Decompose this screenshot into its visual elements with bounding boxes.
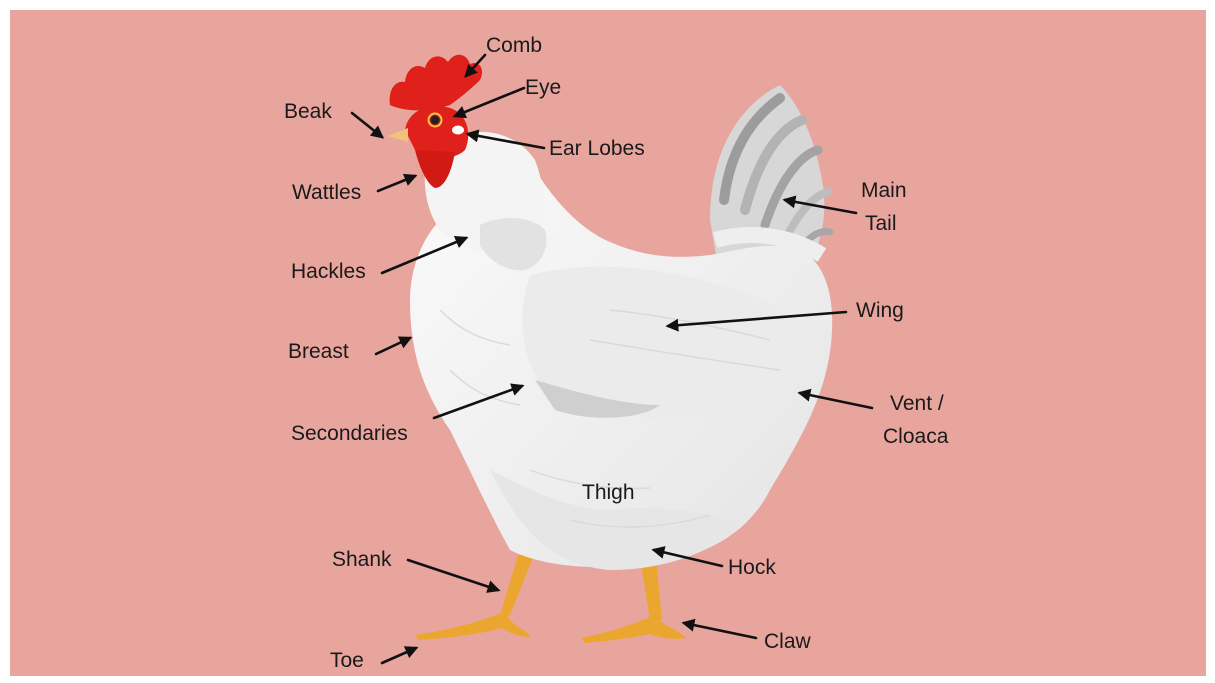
diagram-frame: Comb Eye Beak Ear Lobes Wattles Main Tai… xyxy=(10,10,1206,676)
label-shank: Shank xyxy=(332,548,392,571)
label-main-tail-line2: Tail xyxy=(865,212,897,235)
label-breast: Breast xyxy=(288,340,349,363)
label-eye: Eye xyxy=(525,76,561,99)
label-hock: Hock xyxy=(728,556,776,579)
label-main-tail-line1: Main xyxy=(861,179,907,202)
label-vent-line2: Cloaca xyxy=(883,425,949,448)
label-toe: Toe xyxy=(330,649,364,672)
label-claw: Claw xyxy=(764,630,812,653)
label-hackles: Hackles xyxy=(291,260,366,283)
label-comb: Comb xyxy=(486,34,542,57)
label-thigh: Thigh xyxy=(582,481,635,504)
label-ear-lobes: Ear Lobes xyxy=(549,137,645,160)
label-beak: Beak xyxy=(284,100,332,123)
eye-dot xyxy=(431,116,440,125)
ear-lobe xyxy=(452,126,464,135)
label-secondaries: Secondaries xyxy=(291,422,408,445)
chicken-anatomy-diagram: Comb Eye Beak Ear Lobes Wattles Main Tai… xyxy=(10,10,1206,676)
label-wing: Wing xyxy=(856,299,904,322)
label-vent-line1: Vent / xyxy=(890,392,944,415)
label-wattles: Wattles xyxy=(292,181,361,204)
